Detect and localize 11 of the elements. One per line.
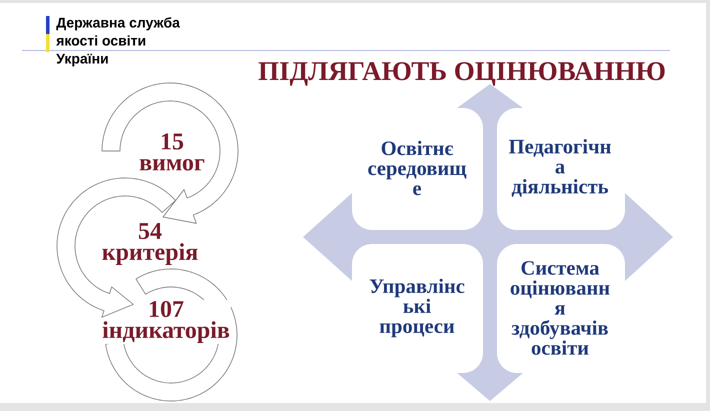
organization-name: Державна служба якості освіти України — [56, 17, 180, 66]
quadrant-text: Управлінс ькі процеси — [370, 278, 464, 338]
quadrant-text: Освітнє середовищ е — [368, 140, 466, 196]
circular-arrow — [56, 178, 176, 318]
circular-arrow — [102, 82, 238, 224]
quadrant-text: Педагогічн а діяльність — [509, 139, 611, 197]
count-text: 54 критерія — [102, 223, 198, 265]
quadrant-text: Система оцінюванн я здобувачів освіти — [510, 261, 610, 355]
slide-title: ПІДЛЯГАЮТЬ ОЦІНЮВАННЮ — [258, 62, 665, 86]
count-text: 15 вимог — [140, 133, 204, 171]
circular-band: 107 індикаторів — [101, 268, 238, 402]
